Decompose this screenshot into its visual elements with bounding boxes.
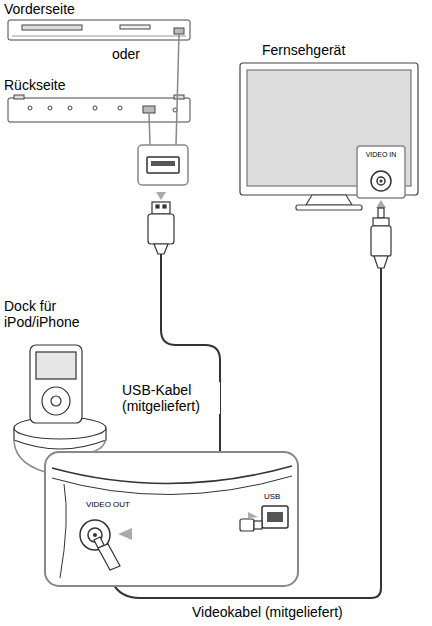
player-rear (8, 95, 190, 122)
insert-arrow (156, 192, 166, 200)
view-label: Rückseite (4, 77, 65, 93)
video-in-callout (357, 146, 405, 198)
dock-rear-inset (45, 452, 298, 586)
usb-port-callout (138, 145, 188, 185)
cable-label: USB-Kabel (mitgeliefert) (120, 382, 220, 414)
insert-arrow (376, 200, 386, 208)
port-label: USB (264, 492, 280, 501)
tv-set (240, 63, 418, 210)
video-plug (371, 208, 391, 268)
view-label: Vorderseite (4, 1, 75, 17)
insert-arrow (248, 512, 258, 518)
usb-plug-inset (240, 519, 262, 531)
port-label: VIDEO IN (357, 151, 405, 159)
insert-arrow (118, 528, 132, 540)
player-front (8, 20, 190, 40)
device-label: Dock für iPod/iPhone (4, 298, 99, 330)
ipod-dock (14, 345, 106, 449)
port-leader-lines (149, 34, 179, 145)
port-label: VIDEO OUT (84, 500, 132, 509)
video-plug-inset (94, 537, 120, 570)
cable-label: Videokabel (mitgeliefert) (190, 604, 345, 620)
usb-plug (148, 202, 174, 254)
or-label: oder (112, 46, 140, 62)
device-label: Fernsehgerät (262, 42, 345, 58)
